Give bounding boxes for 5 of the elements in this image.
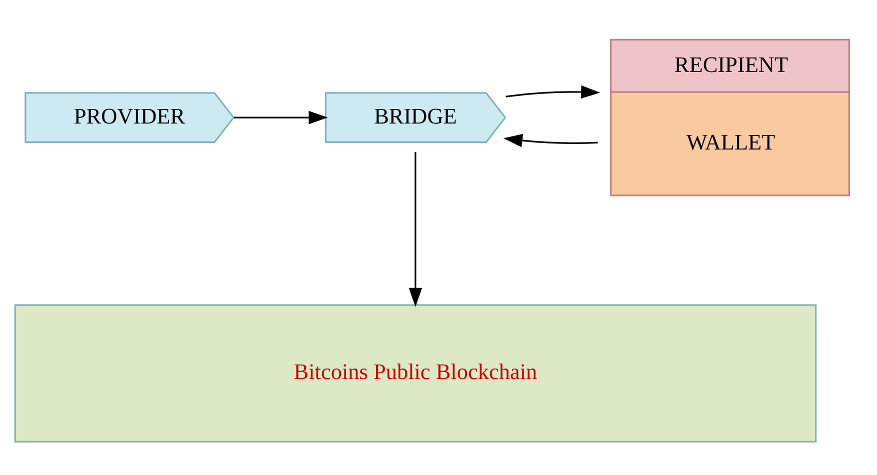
arrow (408, 152, 422, 307)
arrow (503, 134, 598, 148)
arrow (234, 110, 328, 124)
node-box: Bitcoins Public Blockchain (14, 304, 817, 442)
arrow (506, 85, 600, 99)
